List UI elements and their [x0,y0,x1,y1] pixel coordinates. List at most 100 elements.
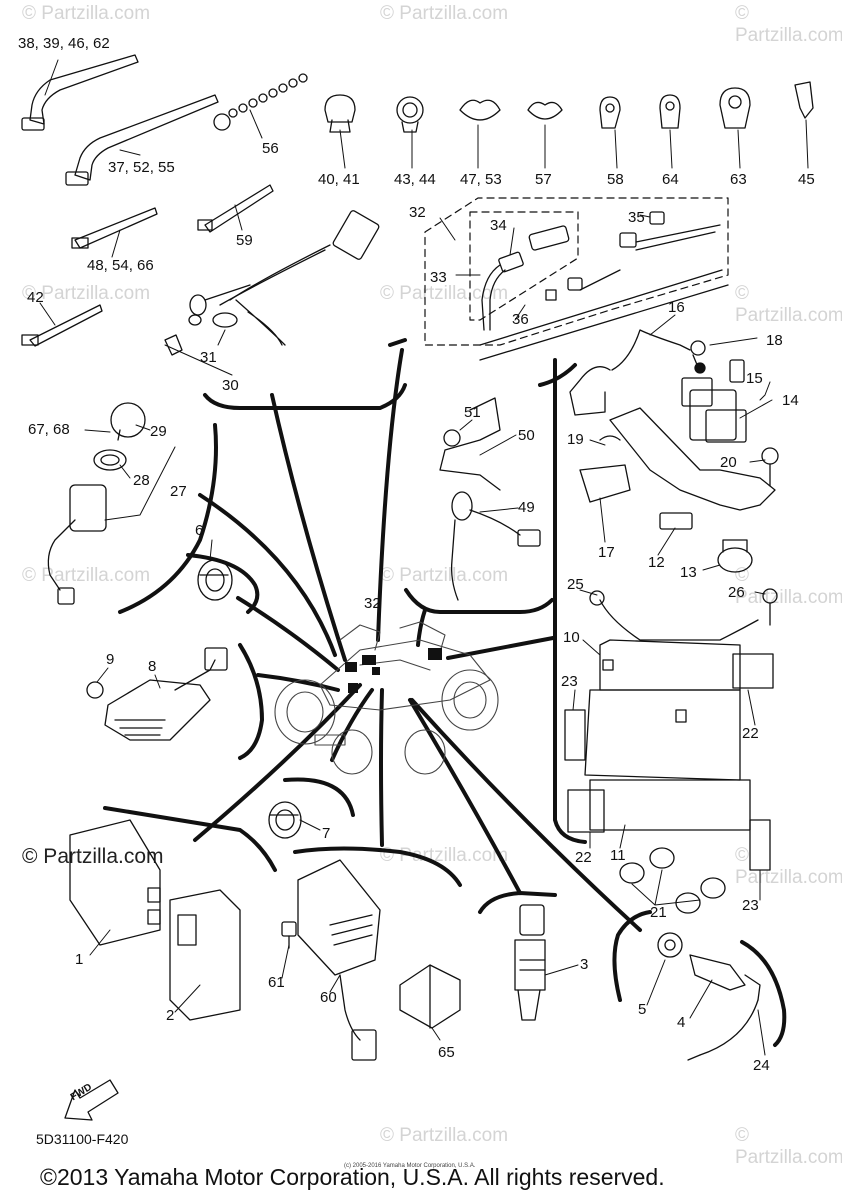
callout-label: 33 [430,269,447,286]
callout-label: 45 [798,171,815,188]
watermark: © Partzilla.com [22,3,151,24]
watermark: © Partzilla.com [380,845,509,866]
battery [564,588,778,914]
watermark: © Partzilla.com [735,845,842,888]
callout-label: 38, 39, 46, 62 [18,35,110,52]
small-copyright: (c) 2005-2016 Yamaha Motor Corporation, … [344,1163,476,1169]
callout-label: 22 [742,725,759,742]
sensor-7 [268,801,302,839]
rectifier-8 [86,647,228,741]
vehicle-silhouette [274,621,499,775]
callout-label: 20 [720,454,737,471]
switch-6 [197,559,233,601]
watermark: © Partzilla.com [380,565,509,586]
watermark-dark: © Partzilla.com [22,845,164,868]
callout-label: 31 [200,349,217,366]
callout-label: 67, 68 [28,421,70,438]
callout-label: 17 [598,544,615,561]
callout-label: 10 [563,629,580,646]
cdi-60 [281,859,381,1061]
relay-assembly [569,329,779,573]
fwd-arrow-icon [64,1079,119,1121]
ignition-switch [47,402,146,605]
callout-label: 5 [638,1001,647,1018]
harness-30 [164,210,380,356]
callout-label: 22 [575,849,592,866]
callout-label: 13 [680,564,697,581]
callout-label: 48, 54, 66 [87,257,154,274]
callout-label: 43, 44 [394,171,436,188]
callout-label: 24 [753,1057,770,1074]
callout-label: 16 [668,299,685,316]
callout-label: 11 [610,847,626,864]
callout-label: 35 [628,209,645,226]
callout-label: 21 [650,904,667,921]
callout-label: 8 [148,658,157,675]
callout-label: 36 [512,311,529,328]
callout-label: 28 [133,472,150,489]
copyright: ©2013 Yamaha Motor Corporation, U.S.A. A… [40,1164,665,1190]
callout-label: 65 [438,1044,455,1061]
spark-plug [657,932,761,1061]
callout-label: 57 [535,171,552,188]
watermark: © Partzilla.com [22,283,151,304]
sensor-49 [439,397,541,601]
relay-65 [399,964,461,1029]
callout-label: 29 [150,423,167,440]
callout-label: 2 [166,1007,175,1024]
callout-label: 59 [236,232,253,249]
callout-label: 9 [106,651,115,668]
callout-label: 32 [364,595,381,612]
watermark: © Partzilla.com [735,283,842,326]
callout-label: 63 [730,171,747,188]
vehicle-highlights [345,648,442,693]
watermark: © Partzilla.com [735,1125,842,1168]
callout-label: 23 [742,897,759,914]
callout-label: 25 [567,576,584,593]
callout-label: 19 [567,431,584,448]
callout-label: 6 [195,522,204,539]
callout-label: 30 [222,377,239,394]
callout-label: 58 [607,171,624,188]
watermark: © Partzilla.com [735,3,842,46]
ignition-coil [514,904,546,1021]
callout-label: 60 [320,989,337,1006]
callout-label: 56 [262,140,279,157]
callout-leaders [39,59,809,1056]
callout-label: 64 [662,171,679,188]
callout-label: 51 [464,404,481,421]
sub-harness-32 [424,197,729,346]
callout-label: 47, 53 [460,171,502,188]
watermark: © Partzilla.com [735,565,842,608]
callout-label: 42 [27,289,44,306]
group-brackets [103,338,787,1047]
callout-label: 34 [490,217,507,234]
group-leaders [193,348,642,932]
callout-label: 4 [677,1014,686,1031]
drawing-code: 5D31100-F420 [36,1131,129,1147]
callout-label: 14 [782,392,799,409]
callout-label: 15 [746,370,763,387]
callout-label: 27 [170,483,187,500]
watermark: © Partzilla.com [380,283,509,304]
ecu-boxes [69,819,241,1021]
callout-label: 7 [322,825,331,842]
callout-label: 40, 41 [318,171,360,188]
callout-label: 61 [268,974,285,991]
callout-label: 26 [728,584,745,601]
callout-label: 32 [409,204,426,221]
sub-harness-wires [479,211,729,361]
callout-label: 37, 52, 55 [108,159,175,176]
fastener-row [21,54,814,347]
callout-label: 50 [518,427,535,444]
callout-label: 3 [580,956,589,973]
callout-label: 49 [518,499,535,516]
callout-label: 12 [648,554,665,571]
callout-label: 18 [766,332,783,349]
watermark: © Partzilla.com [380,1125,509,1146]
callout-label: 1 [75,951,84,968]
callout-label: 23 [561,673,578,690]
watermark: © Partzilla.com [380,3,509,24]
